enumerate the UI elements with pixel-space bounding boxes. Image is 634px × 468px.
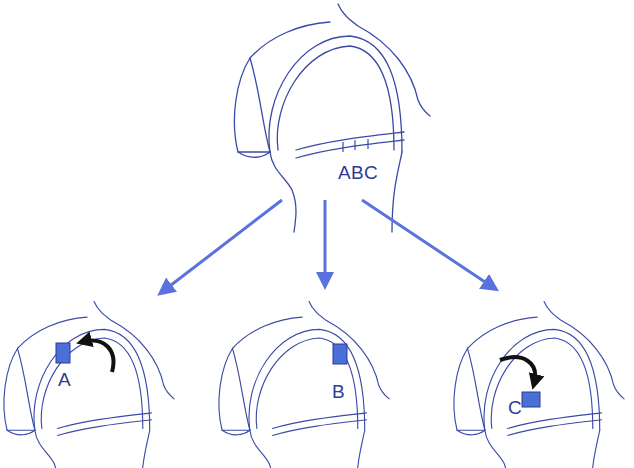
- branch-arrows: [162, 200, 494, 292]
- position-letter: C: [364, 163, 378, 183]
- position-ticks: [343, 139, 368, 152]
- bone-outline: [454, 301, 624, 468]
- implant-block: [522, 392, 540, 407]
- bone-outline: [234, 4, 430, 232]
- implant-block: [333, 344, 347, 364]
- position-letter: B: [351, 163, 364, 183]
- position-letter: B: [332, 382, 345, 402]
- position-letter: A: [338, 163, 351, 183]
- position-letter: C: [508, 398, 522, 418]
- bone-outline: [219, 301, 389, 468]
- rotation-arrow: [500, 357, 535, 384]
- implant-block: [56, 343, 70, 363]
- position-letter: A: [56, 370, 73, 390]
- bone-outline: [4, 301, 174, 468]
- rotation-arrow: [82, 341, 113, 372]
